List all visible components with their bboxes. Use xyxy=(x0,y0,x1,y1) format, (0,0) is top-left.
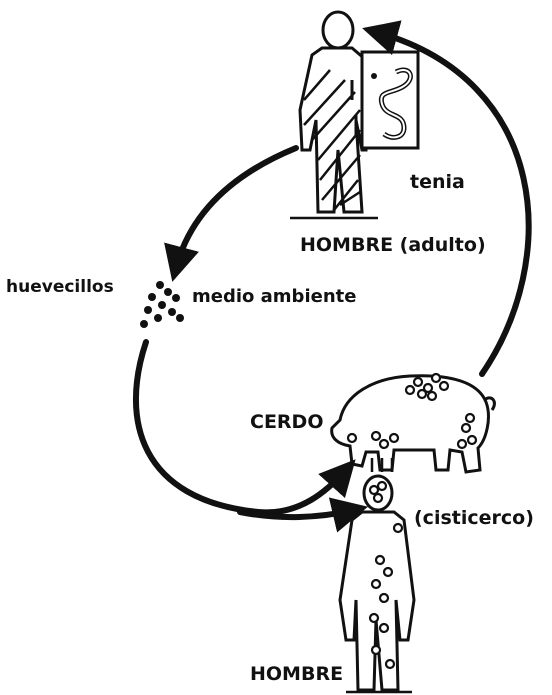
label-cisticerco: (cisticerco) xyxy=(414,507,534,529)
eggs-cluster xyxy=(140,281,184,328)
label-cerdo: CERDO xyxy=(250,411,323,433)
label-huevecillos: huevecillos xyxy=(6,277,114,297)
arrow-man-to-eggs xyxy=(176,148,296,268)
pig-figure xyxy=(332,374,495,472)
label-medio-ambiente: medio ambiente xyxy=(192,286,356,307)
label-hombre: HOMBRE xyxy=(250,663,343,685)
label-hombre-adulto: HOMBRE (adulto) xyxy=(300,234,486,256)
tapeworm-inset xyxy=(362,52,418,148)
label-tenia: tenia xyxy=(410,171,465,193)
